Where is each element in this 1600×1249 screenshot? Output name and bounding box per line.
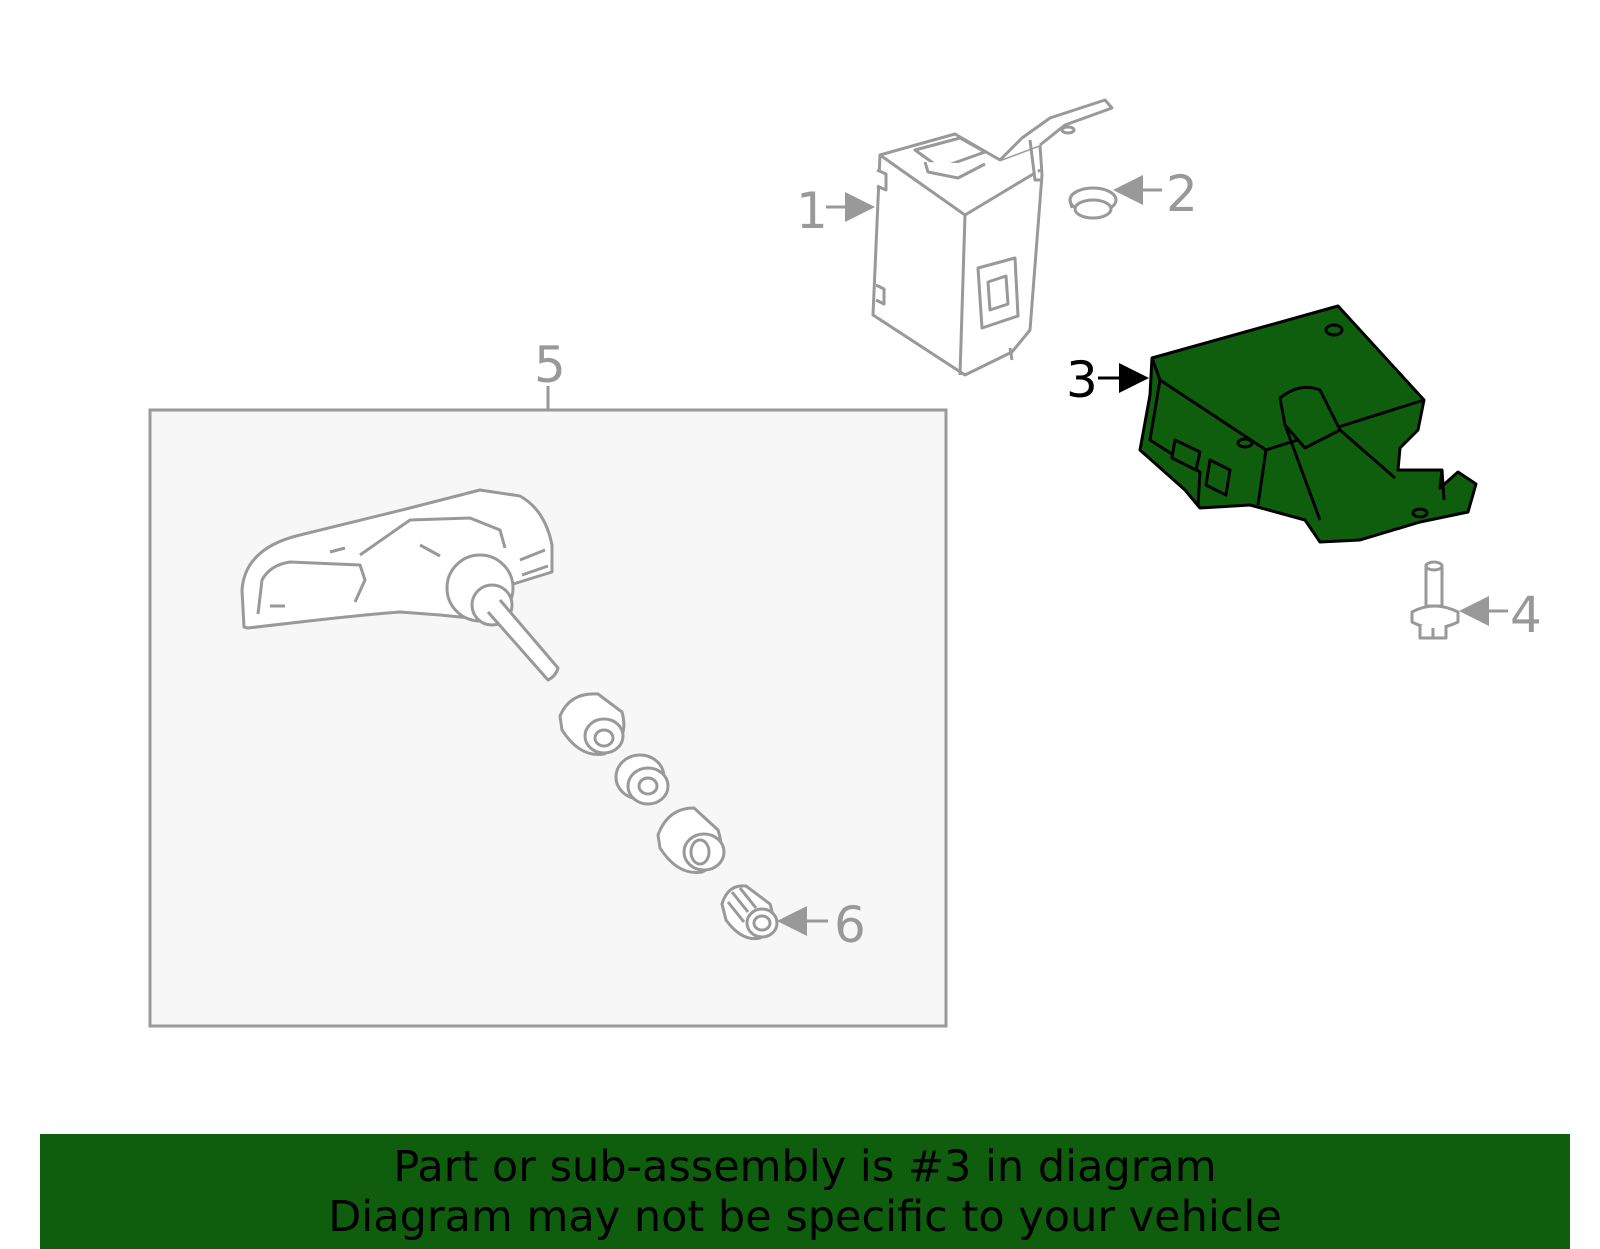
part-5-tpms-sensor[interactable] — [240, 488, 560, 682]
part-5-valve-washer — [614, 753, 670, 806]
part-1-receiver-module[interactable] — [871, 98, 1114, 377]
part-4-bolt[interactable] — [1410, 560, 1460, 640]
info-banner: Part or sub-assembly is #3 in diagram Di… — [40, 1134, 1570, 1249]
callout-2-label: 2 — [1166, 165, 1198, 223]
part-3-control-module[interactable] — [1138, 304, 1478, 544]
banner-line-1: Part or sub-assembly is #3 in diagram — [393, 1141, 1217, 1192]
part-2-grommet[interactable] — [1068, 186, 1118, 220]
callout-3-label: 3 — [1066, 351, 1098, 409]
callout-5-label: 5 — [534, 336, 566, 394]
part-5-valve-grommet — [558, 692, 626, 756]
part-6-valve-cap[interactable] — [720, 884, 779, 941]
callout-6-label: 6 — [834, 896, 866, 954]
part-5-valve-nut — [656, 806, 726, 874]
part-5-assembly-panel — [148, 408, 948, 1028]
banner-line-2: Diagram may not be specific to your vehi… — [328, 1191, 1282, 1242]
callout-4-label: 4 — [1510, 586, 1542, 644]
callout-1-label: 1 — [796, 182, 828, 240]
